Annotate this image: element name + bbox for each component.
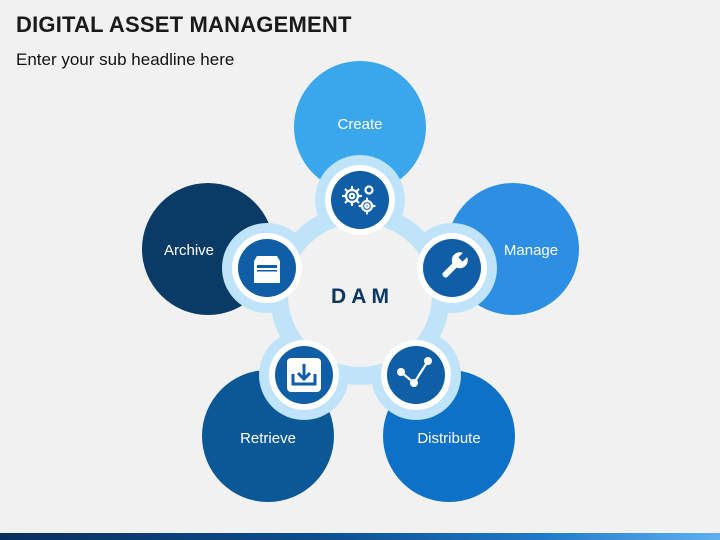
page-subtitle: Enter your sub headline here xyxy=(16,50,235,69)
wrench-icon xyxy=(442,251,469,278)
download-tray-icon xyxy=(287,358,321,392)
label-archive: Archive xyxy=(164,242,214,259)
label-distribute: Distribute xyxy=(417,430,480,447)
page-title: DIGITAL ASSET MANAGEMENT xyxy=(16,12,352,37)
node-create xyxy=(325,165,395,235)
label-retrieve: Retrieve xyxy=(240,430,296,447)
network-share-icon xyxy=(397,357,432,387)
gears-icon xyxy=(341,185,376,215)
label-manage: Manage xyxy=(504,242,558,259)
node-distribute xyxy=(381,340,451,410)
footer-gradient-bar xyxy=(0,533,720,540)
label-create: Create xyxy=(337,116,382,133)
petal-create-circle xyxy=(294,61,426,193)
archive-box-icon xyxy=(254,256,280,283)
center-dam-label: D A M xyxy=(331,285,389,308)
